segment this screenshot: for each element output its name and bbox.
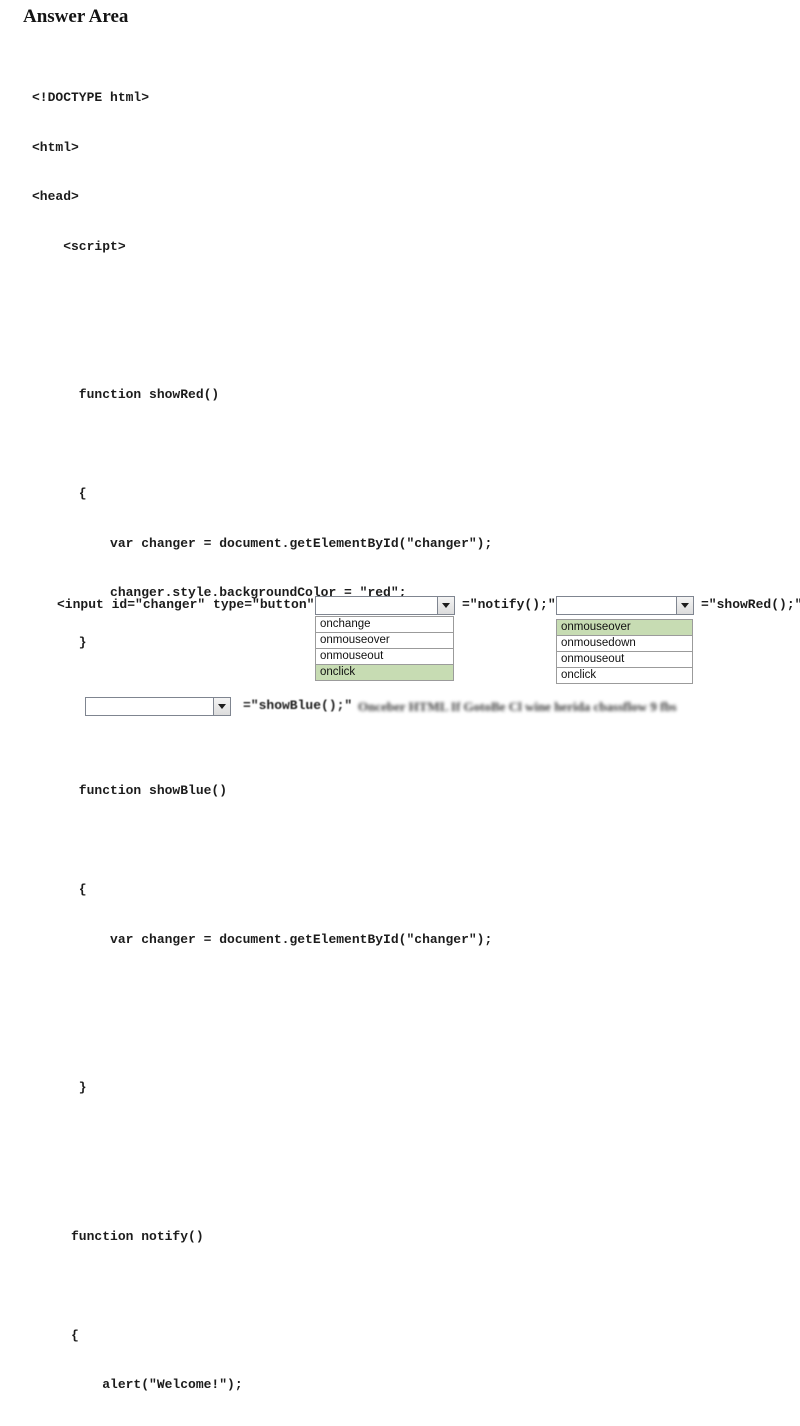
- dropdown-2-selected-value: [557, 597, 676, 614]
- code-line: [32, 1179, 492, 1196]
- input-tag-text: <input id="changer" type="button": [57, 597, 315, 612]
- code-block: <!DOCTYPE html> <html> <head> <script> f…: [32, 57, 492, 1426]
- code-line: <html>: [32, 139, 79, 155]
- code-line: <head>: [32, 189, 79, 204]
- notify-attribute-text: ="notify();": [462, 597, 556, 612]
- code-line: [32, 338, 492, 355]
- code-line: [32, 981, 492, 998]
- option-onclick-highlighted[interactable]: onclick: [315, 664, 454, 681]
- code-line: }: [32, 634, 87, 650]
- code-line: function showRed(): [32, 387, 220, 402]
- option-onmouseout[interactable]: onmouseout: [556, 651, 693, 668]
- code-line: var changer = document.getElementById("c…: [32, 535, 493, 551]
- code-line: {: [32, 486, 87, 501]
- code-line: [32, 437, 492, 454]
- bottom-cutoff-row: ="showBlue();" Onceber HTML If GotoBe Cl…: [0, 697, 800, 717]
- chevron-down-icon: [681, 603, 689, 608]
- code-line: [32, 734, 492, 751]
- code-line: {: [32, 1327, 79, 1343]
- code-line: <!DOCTYPE html>: [32, 90, 150, 105]
- illegible-cutoff-text: Onceber HTML If GotoBe Cl wine herida cb…: [358, 699, 677, 714]
- code-line: [32, 1031, 492, 1048]
- dropdown-1-selected-value: [316, 597, 437, 614]
- code-line: [32, 833, 492, 850]
- code-line: {: [32, 882, 87, 897]
- option-onchange[interactable]: onchange: [315, 616, 454, 633]
- option-onmouseover[interactable]: onmouseover: [315, 632, 454, 649]
- code-line: [32, 1130, 492, 1147]
- showblue-attribute-text: ="showBlue();": [243, 698, 353, 713]
- dropdown-1-options-list: onchange onmouseover onmouseout onclick: [315, 616, 454, 681]
- showred-attribute-text: ="showRed();": [701, 597, 800, 612]
- page-title: Answer Area: [23, 6, 129, 27]
- code-line: function showBlue(): [32, 783, 228, 798]
- event-dropdown-1[interactable]: [315, 596, 455, 615]
- dropdown-1-arrow-button[interactable]: [437, 597, 454, 614]
- event-dropdown-3[interactable]: [85, 697, 231, 716]
- dropdown-3-arrow-button[interactable]: [213, 698, 230, 715]
- code-line: [32, 1278, 492, 1295]
- dropdown-3-selected-value: [86, 698, 213, 715]
- code-line: <script>: [32, 238, 126, 254]
- dropdown-2-arrow-button[interactable]: [676, 597, 693, 614]
- code-line: alert("Welcome!");: [32, 1377, 243, 1392]
- dropdown-2-options-list: onmouseover onmousedown onmouseout oncli…: [556, 619, 693, 684]
- code-line: }: [32, 1080, 87, 1095]
- code-line: [32, 288, 492, 305]
- chevron-down-icon: [442, 603, 450, 608]
- option-onmousedown[interactable]: onmousedown: [556, 635, 693, 652]
- code-line: var changer = document.getElementById("c…: [32, 931, 493, 947]
- code-line: changer.style.backgroundColor = "red";: [32, 585, 407, 600]
- code-line: function notify(): [32, 1228, 204, 1244]
- option-onmouseout[interactable]: onmouseout: [315, 648, 454, 665]
- input-markup-row: <input id="changer" type="button" ="noti…: [0, 596, 800, 616]
- option-onclick[interactable]: onclick: [556, 667, 693, 684]
- option-onmouseover-highlighted[interactable]: onmouseover: [556, 619, 693, 636]
- event-dropdown-2[interactable]: [556, 596, 694, 615]
- chevron-down-icon: [218, 704, 226, 709]
